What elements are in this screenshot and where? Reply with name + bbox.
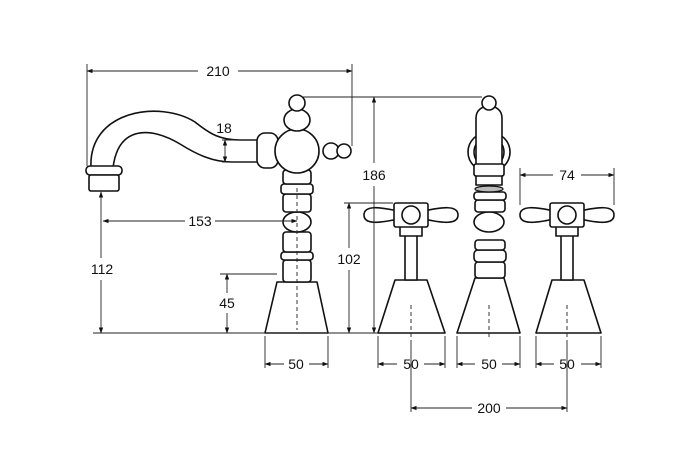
dimension-overall-height: 186 [362,167,386,183]
dimension-handle-span: 74 [559,167,575,183]
dimension-valve-centers: 200 [477,400,501,416]
dimension-side-valve-height: 102 [337,251,361,267]
dimension-spout-center-offset: 153 [188,213,212,229]
dimension-spout-reach: 210 [206,63,230,79]
dimension-lines [86,68,615,411]
dimension-base-width-left-valve: 50 [403,356,419,372]
dimension-spout-outlet-height: 112 [91,261,114,277]
centre-lines [296,188,568,340]
dimension-base-width-right-valve: 50 [559,356,575,372]
dimension-spout-height-offset: 18 [216,120,232,136]
spout-mixer-head [256,94,352,174]
right-valve [519,202,615,334]
spout [85,110,263,192]
spout-mixer-body [264,169,329,334]
middle-spray-valve [456,95,521,334]
left-valve [363,202,459,334]
dimension-base-height: 45 [219,295,235,311]
dimension-base-width-spout: 50 [288,356,304,372]
dimension-base-width-middle-valve: 50 [481,356,497,372]
